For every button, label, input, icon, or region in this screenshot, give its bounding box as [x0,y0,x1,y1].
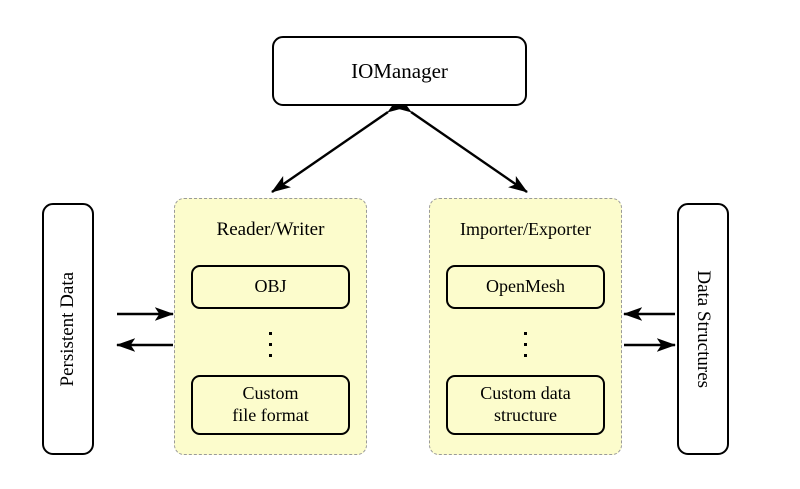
node-data-structures-label: Data Structures [693,270,715,388]
connector-manager-importer-exporter [392,96,528,193]
node-persistent-data[interactable]: Persistent Data [42,203,94,455]
node-persistent-data-label: Persistent Data [56,271,78,387]
node-custom-file-format-label: Custom file format [232,383,308,426]
node-obj[interactable]: OBJ [191,265,350,309]
node-custom-data-structure-line1: Custom data [480,383,571,404]
panel-importer-exporter[interactable]: Importer/Exporter OpenMesh Custom data s… [429,198,622,455]
node-io-manager[interactable]: IOManager [272,36,527,106]
ellipsis-icon-reader-writer [175,321,366,367]
ellipsis-icon-importer-exporter [430,321,621,367]
node-custom-data-structure[interactable]: Custom data structure [446,375,605,435]
node-openmesh-label: OpenMesh [486,276,565,297]
node-custom-file-format[interactable]: Custom file format [191,375,350,435]
node-data-structures[interactable]: Data Structures [677,203,729,455]
connector-manager-reader-writer [271,96,407,193]
node-custom-data-structure-line2: structure [494,405,557,425]
node-obj-label: OBJ [254,276,287,297]
node-openmesh[interactable]: OpenMesh [446,265,605,309]
node-custom-file-format-line1: Custom [242,383,299,404]
panel-reader-writer[interactable]: Reader/Writer OBJ Custom file format [174,198,367,455]
node-custom-file-format-line2: file format [232,405,309,425]
panel-reader-writer-title: Reader/Writer [216,219,325,240]
panel-importer-exporter-title: Importer/Exporter [460,219,591,239]
node-custom-data-structure-label: Custom data structure [480,383,571,426]
node-io-manager-label: IOManager [351,58,448,83]
